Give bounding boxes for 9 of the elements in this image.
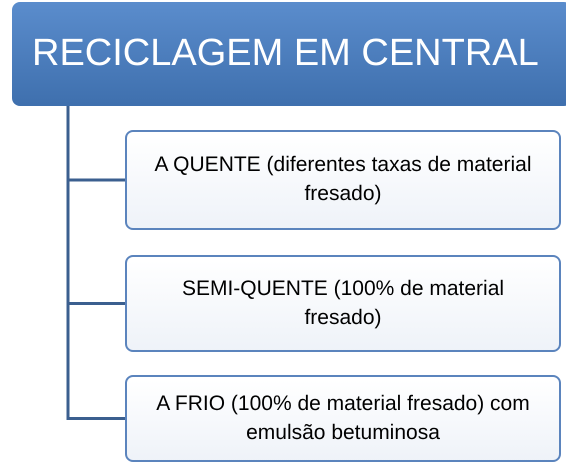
item-box	[125, 375, 561, 462]
item-text: A QUENTE (diferentes taxas de material fresado)	[154, 152, 532, 207]
title-box	[12, 2, 566, 106]
connector-line	[66, 106, 125, 420]
item-text: A FRIO (100% de material fresado) com emulsão betuminosa	[155, 390, 531, 446]
title-text: RECICLAGEM EM CENTRAL	[32, 31, 539, 76]
item-box	[125, 255, 561, 352]
item-box	[125, 130, 561, 230]
item-text: SEMI-QUENTE (100% de material fresado)	[180, 276, 506, 330]
